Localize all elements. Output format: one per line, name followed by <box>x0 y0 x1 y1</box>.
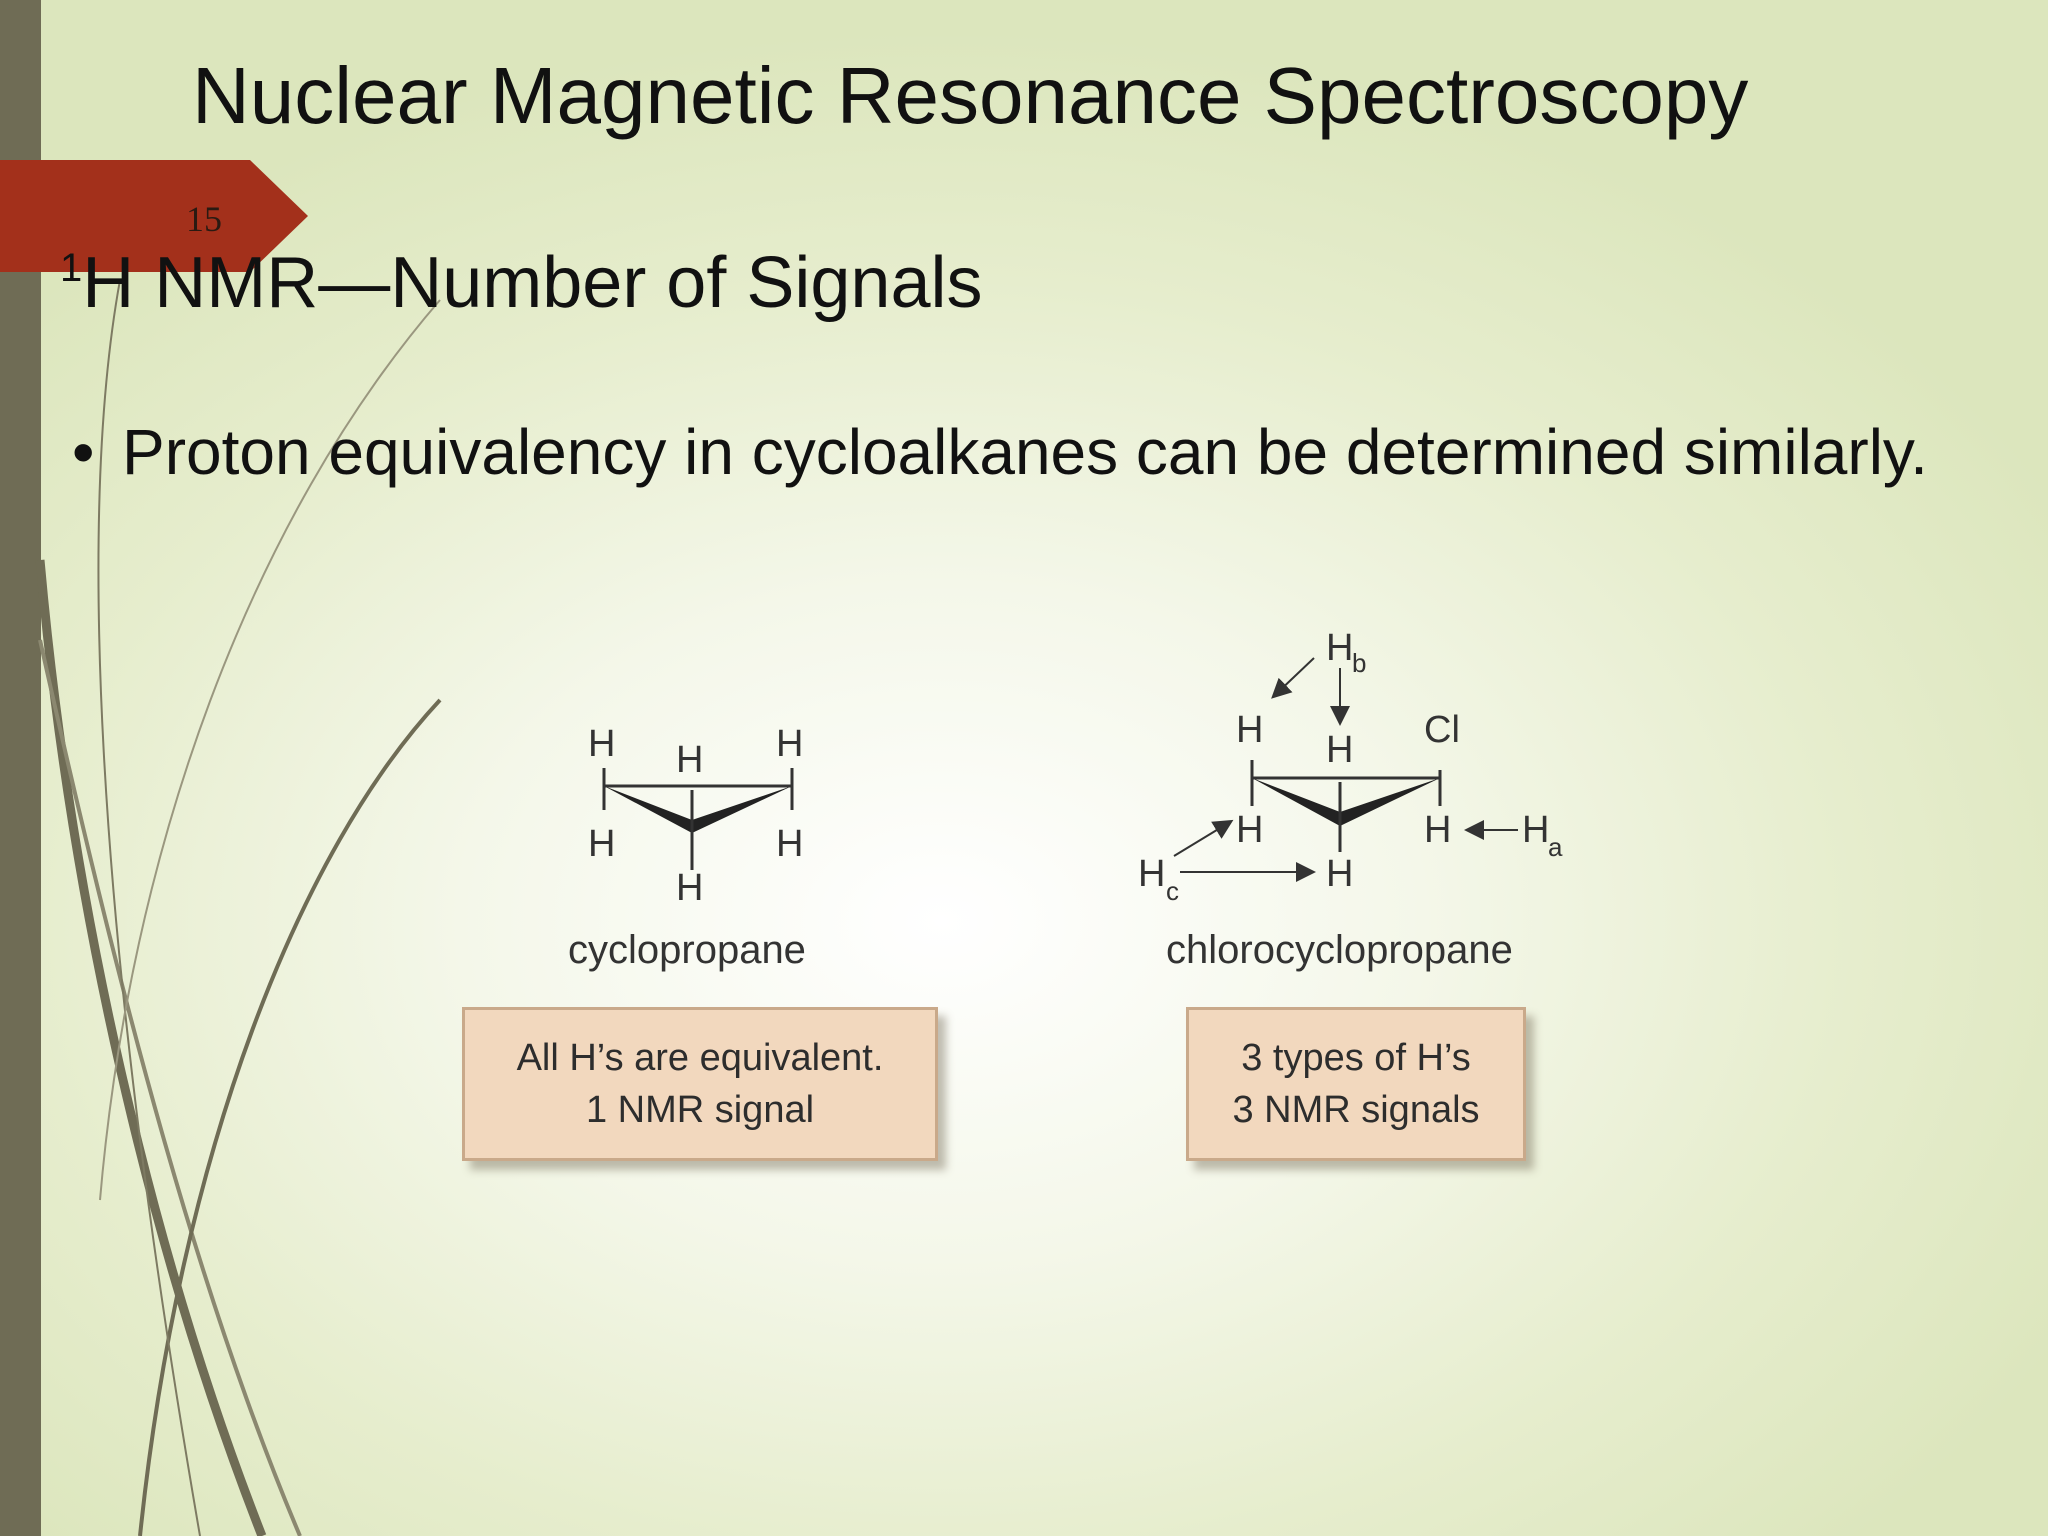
svg-text:H: H <box>588 823 615 865</box>
bullet-marker: • <box>72 416 95 488</box>
svg-text:H: H <box>1236 709 1263 751</box>
chlorocyclopropane-structure: H H Cl H H H H b H a H c <box>1138 627 1563 906</box>
chlorocyclopropane-summary-box: 3 types of H’s 3 NMR signals <box>1186 1007 1526 1161</box>
subtitle-text: H NMR—Number of Signals <box>82 243 983 323</box>
svg-text:H: H <box>1236 809 1263 851</box>
cyclopropane-structure: H H H H H H <box>588 723 803 909</box>
svg-text:H: H <box>588 723 615 765</box>
bullet-text: Proton equivalency in cycloalkanes can b… <box>122 416 1928 488</box>
cyclopropane-caption: cyclopropane <box>568 928 806 972</box>
cyclopropane-summary-line2: 1 NMR signal <box>585 1089 815 1131</box>
svg-text:H: H <box>1326 627 1353 669</box>
svg-text:b: b <box>1352 648 1366 678</box>
svg-text:H: H <box>1424 809 1451 851</box>
slide-number: 15 <box>186 199 222 239</box>
chlorocyclopropane-summary-line1: 3 types of H’s <box>1241 1037 1471 1079</box>
chlorocyclopropane-summary-line2: 3 NMR signals <box>1232 1089 1480 1131</box>
svg-text:H: H <box>1326 729 1353 771</box>
svg-text:H: H <box>1138 853 1165 895</box>
subtitle-superscript: 1 <box>60 246 83 290</box>
svg-text:Cl: Cl <box>1424 709 1460 751</box>
svg-text:H: H <box>676 739 703 781</box>
slide-title: Nuclear Magnetic Resonance Spectroscopy <box>192 51 1749 140</box>
svg-text:H: H <box>676 867 703 909</box>
svg-text:H: H <box>776 723 803 765</box>
slide-subtitle: 1H NMR—Number of Signals <box>60 242 983 324</box>
svg-text:c: c <box>1166 876 1179 906</box>
cyclopropane-summary-box: All H’s are equivalent. 1 NMR signal <box>462 1007 938 1161</box>
svg-text:H: H <box>1522 809 1549 851</box>
svg-text:H: H <box>776 823 803 865</box>
svg-text:a: a <box>1548 832 1563 862</box>
chlorocyclopropane-caption: chlorocyclopropane <box>1166 928 1513 972</box>
svg-text:H: H <box>1326 853 1353 895</box>
cyclopropane-summary-line1: All H’s are equivalent. <box>516 1037 884 1079</box>
slide-number-tab <box>0 160 308 272</box>
